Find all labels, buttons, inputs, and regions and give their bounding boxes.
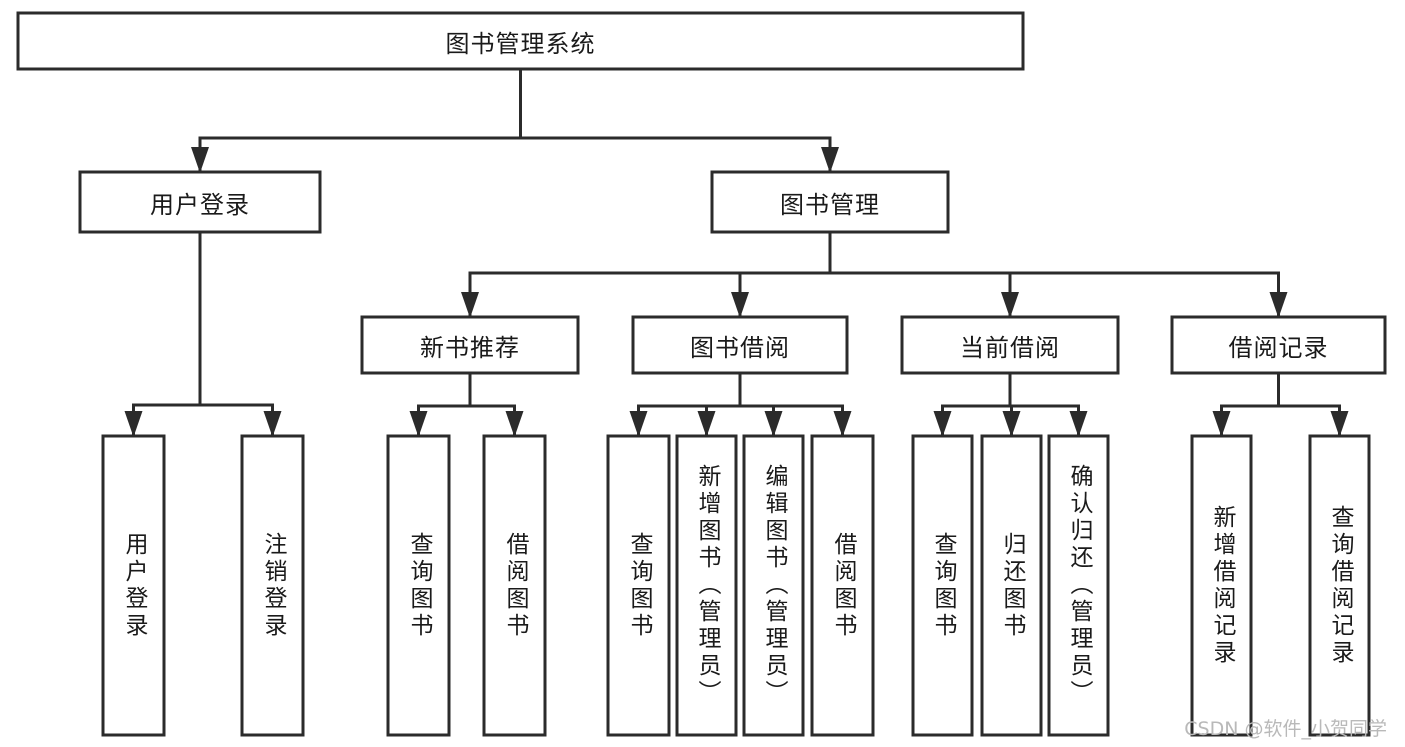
node-box-leaf-return-book	[980, 434, 1043, 737]
node-box-leaf-query-book-recommend	[386, 434, 451, 737]
arrow-head-icon-leaf-query-book-current	[933, 411, 952, 437]
arrow-head-icon-leaf-add-book-admin	[697, 411, 716, 437]
node-box-leaf-borrow-book-recommend	[482, 434, 547, 737]
node-box-book-borrow	[631, 315, 849, 375]
arrow-head-icon-leaf-return-book	[1002, 411, 1021, 437]
arrow-head-icon-current-borrow	[1001, 292, 1019, 318]
arrow-head-icon-book-borrow	[731, 292, 749, 318]
arrow-head-icon-leaf-edit-book-admin	[764, 411, 783, 437]
node-box-user-login	[78, 170, 322, 234]
node-box-root	[16, 11, 1025, 71]
node-box-leaf-query-book-current	[911, 434, 974, 737]
arrow-head-icon-borrow-record	[1269, 292, 1288, 318]
node-layer	[16, 11, 1387, 737]
arrow-head-icon-leaf-borrow-book-recommend	[505, 411, 524, 437]
arrow-head-icon-leaf-logout-login	[263, 411, 282, 437]
node-box-borrow-record	[1170, 315, 1387, 375]
node-box-leaf-add-book-admin	[675, 434, 738, 737]
arrow-head-icon-leaf-confirm-return-admin	[1069, 411, 1088, 437]
arrow-head-icon-leaf-query-borrow-record	[1330, 411, 1349, 437]
arrow-head-icon-leaf-add-borrow-record	[1212, 411, 1231, 437]
arrow-head-icon-new-book-recommend	[461, 292, 479, 318]
watermark-text: CSDN @软件_小贺同学	[1184, 718, 1387, 740]
arrow-head-icon-user-login	[191, 147, 209, 173]
node-box-leaf-edit-book-admin	[742, 434, 805, 737]
node-box-new-book-recommend	[360, 315, 580, 375]
arrow-head-icon-leaf-borrow-book	[833, 411, 852, 437]
arrow-head-icon-leaf-query-book-borrow	[629, 411, 648, 437]
node-box-leaf-query-borrow-record	[1308, 434, 1371, 737]
node-box-current-borrow	[900, 315, 1120, 375]
node-box-leaf-add-borrow-record	[1190, 434, 1253, 737]
node-box-leaf-borrow-book	[810, 434, 875, 737]
node-box-leaf-confirm-return-admin	[1047, 434, 1110, 737]
node-box-leaf-user-login	[101, 434, 166, 737]
node-box-book-manage	[710, 170, 950, 234]
connector-layer	[124, 67, 1349, 437]
node-box-leaf-query-book-borrow	[606, 434, 671, 737]
arrow-head-icon-book-manage	[821, 147, 839, 173]
arrow-head-icon-leaf-query-book-recommend	[409, 411, 428, 437]
arrow-head-icon-leaf-user-login	[124, 411, 143, 437]
node-box-leaf-logout-login	[240, 434, 305, 737]
